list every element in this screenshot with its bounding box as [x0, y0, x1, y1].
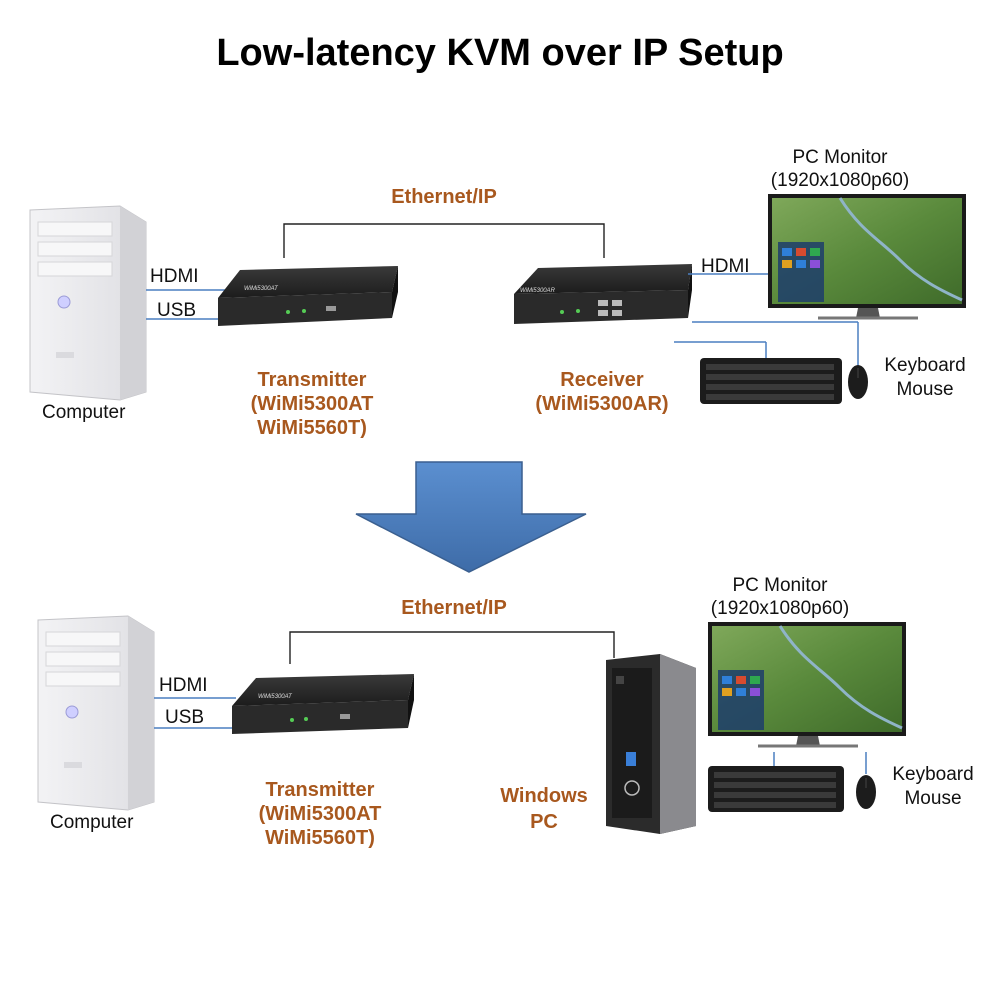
transmitter-label-bottom: Transmitter (WiMi5300AT WiMi5560T)	[258, 779, 382, 849]
page-title: Low-latency KVM over IP Setup	[216, 32, 784, 74]
peripherals-label-bottom: Keyboard Mouse	[892, 764, 974, 809]
down-arrow	[355, 461, 587, 573]
computer-label-bottom: Computer	[50, 812, 134, 833]
transmitter-device-bottom	[232, 674, 414, 734]
keyboard-mouse-bottom	[708, 766, 876, 812]
transmitter-device-top	[218, 266, 398, 326]
usb-label-left-bottom: USB	[165, 707, 205, 728]
pc-monitor-top	[768, 194, 966, 320]
hdmi-label-left-bottom: HDMI	[159, 675, 208, 696]
transmitter-box-text-bottom: WiMi5300AT	[258, 694, 293, 700]
usb-label-left-top: USB	[157, 300, 197, 321]
computer-tower-bottom	[37, 615, 155, 811]
windows-pc-label: Windows PC	[500, 785, 588, 833]
network-label-bottom: Ethernet/IP	[401, 597, 507, 619]
peripherals-label-top: Keyboard Mouse	[884, 355, 966, 400]
windows-pc-tower	[606, 654, 696, 834]
monitor-label-top: PC Monitor (1920x1080p60)	[770, 147, 910, 191]
receiver-box-text-top: WiMi5300AR	[520, 288, 556, 294]
hdmi-label-left-top: HDMI	[150, 266, 199, 287]
receiver-device-top	[514, 264, 692, 324]
transmitter-label-top: Transmitter (WiMi5300AT WiMi5560T)	[250, 369, 374, 439]
receiver-label-top: Receiver (WiMi5300AR)	[535, 369, 669, 415]
pc-monitor-bottom	[708, 622, 906, 748]
monitor-label-bottom: PC Monitor (1920x1080p60)	[710, 575, 850, 619]
keyboard-mouse-top	[700, 358, 868, 404]
computer-label-top: Computer	[42, 402, 126, 423]
hdmi-label-right-top: HDMI	[701, 256, 750, 277]
computer-tower-top	[29, 205, 147, 401]
transmitter-box-text-top: WiMi5300AT	[244, 286, 279, 292]
network-label-top: Ethernet/IP	[391, 186, 497, 208]
